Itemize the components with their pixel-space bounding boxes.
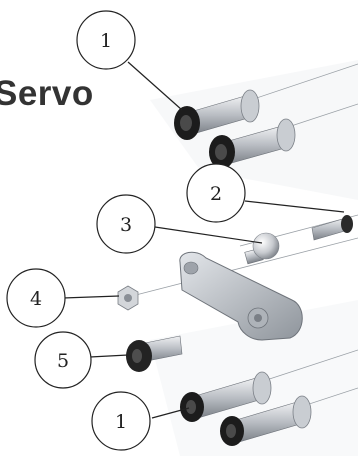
callout-4-circle [6,268,66,328]
callout-4-label: 4 [30,288,42,310]
callout-1-top-circle [76,10,136,70]
screw-item-2 [311,215,353,241]
screw-bottom-1 [180,371,272,422]
callout-2-circle [186,163,246,223]
callout-5-label: 5 [57,350,69,372]
callout-leaders [62,61,345,419]
callout-1-bottom-circle [91,391,151,451]
ball-link-item-3 [244,232,280,265]
callout-3-circle [96,194,156,254]
heading-text: Servo [0,74,94,113]
screw-bottom-2 [220,395,312,446]
callout-2-label: 2 [210,183,222,205]
callout-3-label: 3 [120,214,132,236]
callout-circles [6,10,246,451]
callout-1-top-label: 1 [100,30,112,52]
callout-1-bottom-label: 1 [115,411,127,433]
servo-arm-bracket [179,251,303,341]
cap-screw-item-5 [126,335,183,372]
screw-top-1 [174,89,260,140]
nut-item-4 [117,285,139,311]
callout-5-circle [34,331,92,389]
screw-top-2 [209,118,296,169]
